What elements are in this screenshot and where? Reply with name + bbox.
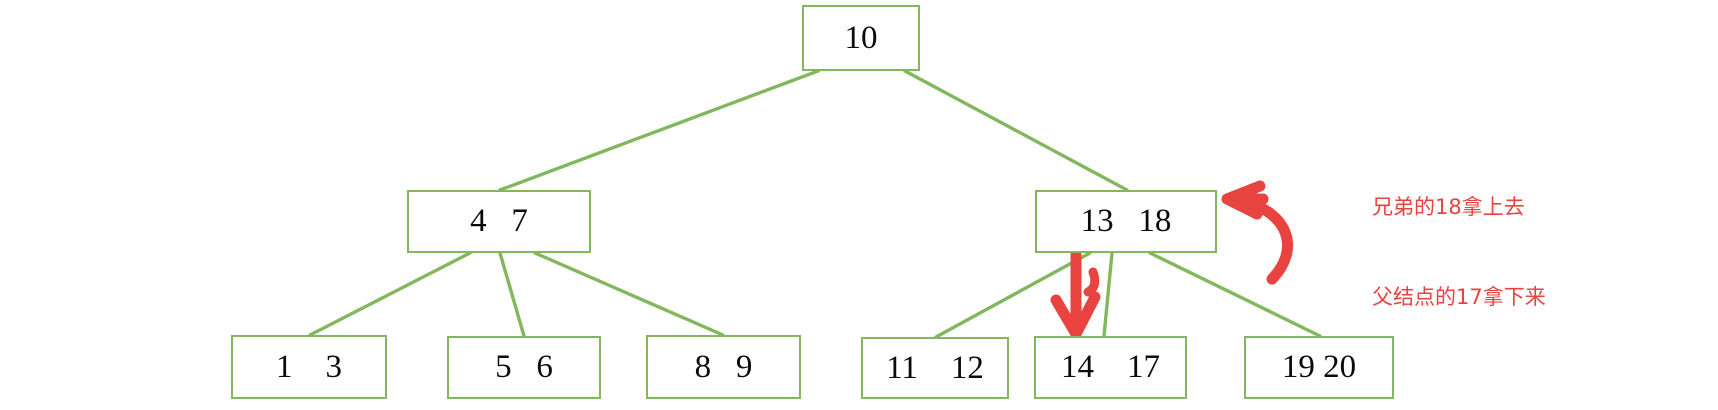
btree-node-internal-right[interactable]: 13 18 — [1035, 190, 1217, 253]
btree-node-leaf-6[interactable]: 19 20 — [1244, 336, 1394, 399]
tree-edge-group — [308, 69, 1322, 339]
edge-int-left-to-leaf-3 — [533, 251, 725, 337]
annotation-text: 兄弟的18拿上去 父结点的17拿下来 — [1372, 132, 1546, 372]
btree-node-root[interactable]: 10 — [802, 5, 920, 71]
btree-node-internal-left[interactable]: 4 7 — [407, 190, 591, 253]
edge-int-right-to-leaf-6 — [1148, 251, 1322, 338]
node-keys: 5 6 — [495, 349, 553, 385]
edge-int-right-to-leaf-4 — [934, 251, 1092, 339]
btree-node-leaf-3[interactable]: 8 9 — [646, 335, 801, 399]
btree-node-leaf-2[interactable]: 5 6 — [447, 336, 601, 399]
node-keys: 19 20 — [1281, 349, 1357, 385]
edge-root-to-int-right — [903, 69, 1129, 192]
edge-int-right-to-leaf-5 — [1102, 251, 1114, 338]
annotation-line-1: 兄弟的18拿上去 — [1372, 195, 1525, 219]
btree-node-leaf-5[interactable]: 14 17 — [1034, 336, 1187, 399]
node-keys: 11 12 — [886, 349, 984, 386]
curved-arrow-to-parent-icon — [1221, 180, 1293, 285]
edge-int-left-to-leaf-1 — [308, 251, 472, 337]
node-keys: 10 — [844, 19, 878, 56]
node-keys: 1 3 — [276, 348, 342, 385]
edge-int-left-to-leaf-2 — [498, 251, 526, 338]
btree-node-leaf-1[interactable]: 1 3 — [231, 335, 387, 399]
annotation-line-2: 父结点的17拿下来 — [1372, 285, 1546, 309]
node-keys: 4 7 — [470, 203, 528, 239]
node-keys: 14 17 — [1061, 349, 1160, 385]
edge-root-to-int-left — [498, 69, 820, 192]
node-keys: 13 18 — [1080, 203, 1172, 239]
node-keys: 8 9 — [694, 348, 753, 385]
down-arrow-to-leaf-icon — [1050, 249, 1101, 340]
btree-node-leaf-4[interactable]: 11 12 — [861, 337, 1009, 399]
